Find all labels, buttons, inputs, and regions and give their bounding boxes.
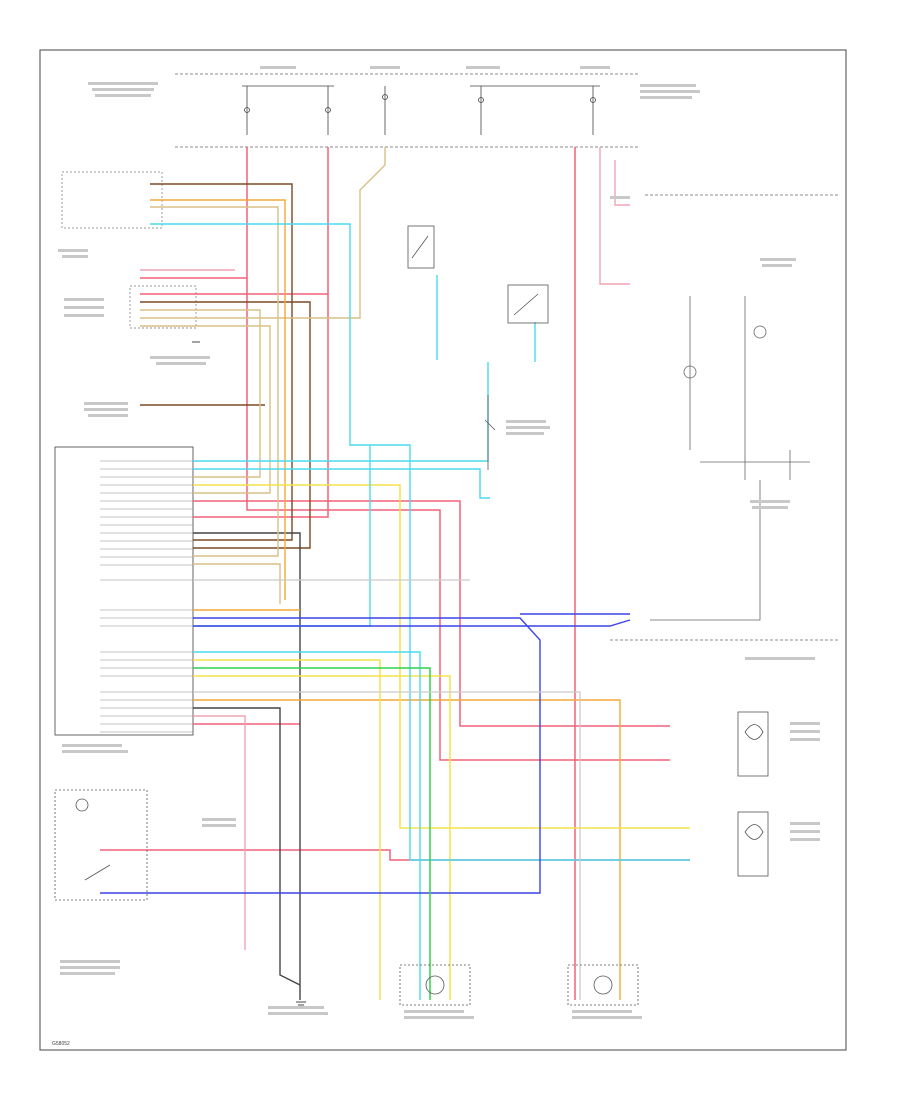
instrument-cluster (610, 194, 840, 641)
wires-brown (140, 183, 311, 549)
diagram-border (39, 49, 847, 1051)
ground-symbols (192, 341, 306, 1006)
wheel-speed-sensors-right (737, 711, 769, 877)
wires-green (193, 667, 431, 1000)
fuse-group (242, 85, 600, 135)
traction-switch (54, 789, 148, 901)
wires-yellow (193, 484, 690, 1000)
wires-tan (140, 147, 386, 604)
wires-orange (150, 199, 621, 1000)
wires-pink (140, 147, 630, 950)
figure-code: G58052 (52, 1041, 70, 1047)
ebcm-pin-ticks (100, 460, 193, 733)
wires-blue (100, 613, 631, 894)
wheel-speed-sensors-rear (399, 964, 639, 1006)
wires-gray (193, 579, 581, 1000)
wires-red (100, 147, 690, 1000)
ebcm-module-box (54, 446, 194, 736)
wires-lightblue (150, 223, 690, 1000)
annotation-blocks (58, 66, 820, 1019)
fuse-box-bus (175, 73, 640, 148)
switch-components (407, 225, 549, 470)
wires-black (193, 532, 301, 1000)
